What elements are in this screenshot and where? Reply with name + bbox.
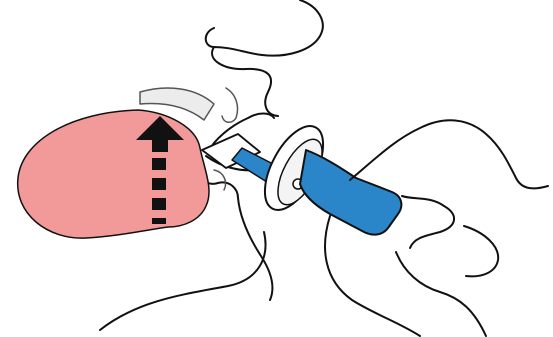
dashed-trail-icon bbox=[152, 158, 166, 170]
palm-outline bbox=[396, 252, 486, 336]
neck-outline bbox=[100, 232, 266, 330]
dashed-trail-icon bbox=[152, 218, 166, 224]
thumb-outline bbox=[402, 196, 454, 248]
chin-outline bbox=[200, 166, 272, 300]
hand-outline bbox=[350, 120, 548, 188]
tooth-outline bbox=[222, 88, 238, 122]
inhaler-body bbox=[300, 150, 401, 235]
tongue bbox=[18, 110, 209, 238]
finger-outline bbox=[464, 226, 498, 276]
dashed-trail-icon bbox=[152, 198, 166, 210]
dashed-trail-icon bbox=[152, 178, 166, 190]
face-outline bbox=[206, 0, 323, 116]
tooth-outline-lower bbox=[214, 170, 226, 190]
